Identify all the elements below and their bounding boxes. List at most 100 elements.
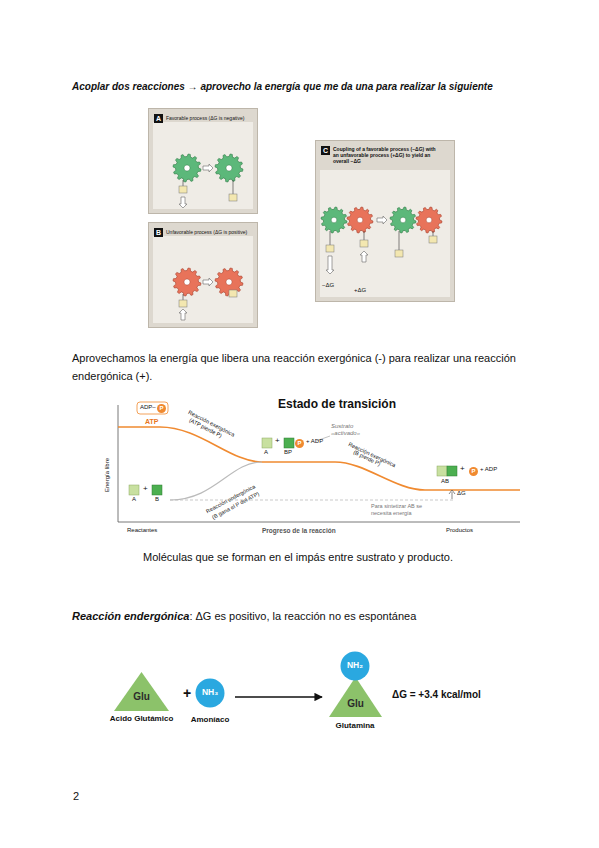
force-arrow [360,251,368,262]
weight-string [183,294,184,300]
triangle-shape [114,672,169,711]
text-run: : ΔG es positivo, la reacción no es espo… [189,610,416,622]
gear [347,207,373,233]
node-text: Coupling of a favorable process (−ΔG) wi… [333,146,438,164]
text-label: B [155,496,159,503]
panel-letter: A [154,114,163,123]
weight-string [183,180,184,186]
text-run: Reacción endergónica [72,610,189,622]
molecule-a [437,466,447,476]
weight [179,186,187,193]
node-text: −ΔG [322,282,334,289]
panel-inner [153,122,253,209]
weight-string [399,231,400,250]
text-label: + [143,484,148,494]
panel-ground [315,140,455,302]
molecule-triangle: Glu [113,671,170,712]
text-label: A [264,449,268,456]
text-label: + ADP [306,438,323,445]
text-label: Sustrato «activado» [331,423,375,437]
molecule-triangle: Glu [328,676,383,718]
text-label: Acido Glutámico [106,714,177,724]
gear-hub [400,217,406,223]
gear [215,268,243,296]
node-text: NH₃ [195,687,225,697]
text-label: + ADP [480,466,497,473]
force-arrow [179,197,187,208]
panel-ground [148,222,258,328]
process-arrow [203,164,213,172]
text-label: Para sintetizar AB se necesita energía [371,503,443,516]
energy-curve [118,427,520,490]
text-label: + [275,436,280,446]
node-text: Glu [328,698,383,710]
gear [390,207,416,233]
weight-string [364,231,365,240]
gear-hub [226,165,232,171]
node-text: +ΔG [354,287,366,294]
shape-outline [328,676,383,718]
weight [395,250,403,257]
delta-g-arrow [449,490,455,499]
y-axis [118,405,119,522]
molecule-a [129,485,139,495]
text-label: A [132,496,136,503]
triangle-shape [329,677,382,717]
panel-inner [153,236,253,323]
text-label: Glutamina [325,721,385,731]
weight [360,240,368,247]
x-axis [118,522,520,523]
figure-panel: AFavorable process (ΔG is negative) [148,108,258,214]
phosphate-symbol: P [157,404,166,413]
weight [229,290,237,297]
gear-hub [426,217,432,223]
text-label: Progreso de la reacción [262,527,336,535]
node-text: Unfavorable process (ΔG is positive) [166,229,254,235]
node-text: Glu [113,691,170,703]
text-label: Reactantes [127,527,157,534]
molecule-a [262,438,272,448]
molecule-circle: NH₃ [195,678,225,708]
panel-letter: B [154,228,163,237]
text-label: Moléculas que se forman en el impás entr… [143,551,453,564]
molecule-b [447,466,457,476]
panel-letter: C [321,146,330,155]
gear-hub [331,217,337,223]
molecule-b [284,438,294,448]
text-label: Acoplar dos reacciones → aprovecho la en… [72,81,493,93]
figure-panel: BUnfavorable process (ΔG is positive) [148,222,258,328]
text-label: Estado de transición [278,397,396,411]
text-label: ADP– [140,404,156,411]
weight [429,236,437,243]
reaction-arrow [235,696,322,697]
text-label: Productos [446,527,473,534]
gear-hub [184,165,190,171]
weight-string [233,180,234,194]
weight-string [433,231,434,236]
gear-hub [357,217,363,223]
text-label: Energía libre [104,458,111,492]
panel-ground [148,108,258,214]
gear-hub [184,279,190,285]
node-text: Favorable process (ΔG is negative) [166,115,254,121]
gear [173,154,201,182]
atp-box [137,402,168,414]
process-arrow [203,278,213,286]
gear [173,268,201,296]
text-label: + [183,685,191,702]
weight [179,300,187,307]
circle-shape [196,679,225,708]
weight [326,245,334,252]
text-label: BP [284,449,292,456]
text-label: ΔG [457,490,466,497]
figure-panel: CCoupling of a favorable process (−ΔG) w… [315,140,455,302]
gear-hub [226,279,232,285]
panel-inner [320,170,450,297]
text-label: ΔG = +3.4 kcal/mol [392,689,481,701]
phosphate-symbol: P [469,467,478,476]
text-label: Aprovechamos la energía que libera una r… [72,349,534,385]
gear [321,207,347,233]
